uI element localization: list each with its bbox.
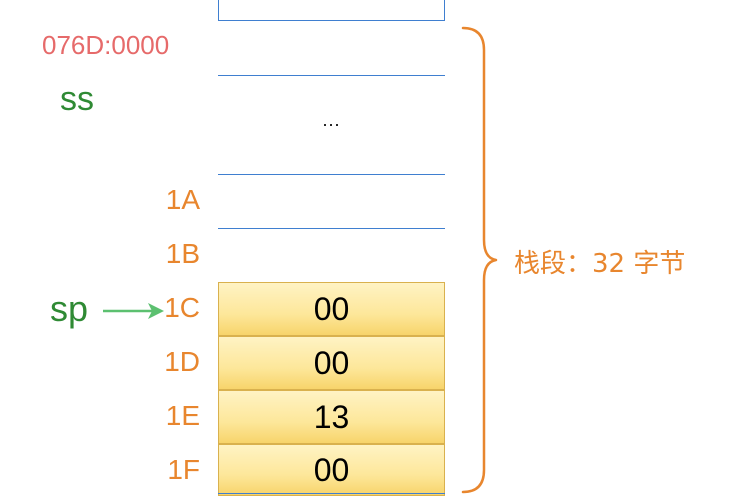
cell-value: 13 xyxy=(313,398,350,435)
offset-label-1C: 1C xyxy=(164,292,200,323)
offset-label-1D: 1D xyxy=(164,346,200,377)
stack-cell-1D: 00 xyxy=(218,336,445,390)
right-brace-icon xyxy=(461,26,498,494)
ellipsis-text: ... xyxy=(322,109,341,130)
offset-label-1F: 1F xyxy=(167,454,200,485)
ss-register-label: ss xyxy=(60,80,94,118)
sp-register-label: sp xyxy=(50,288,89,329)
grid-line xyxy=(218,174,445,175)
stack-cell-1F: 00 xyxy=(218,444,445,496)
grid-line xyxy=(218,20,445,21)
stack-cell-segment-start xyxy=(218,21,445,75)
stack-segment-size-label: 栈段：32 字节 xyxy=(514,249,686,279)
stack-cell-1C: 00 xyxy=(218,282,445,336)
grid-line xyxy=(218,228,445,229)
grid-line xyxy=(218,75,445,76)
offset-label-1A: 1A xyxy=(165,184,200,215)
grid-line-bottom xyxy=(218,493,445,494)
cell-value: 00 xyxy=(313,344,350,381)
cell-value: 00 xyxy=(313,451,350,488)
stack-cell-ellipsis: ... xyxy=(218,76,445,174)
offset-label-1E: 1E xyxy=(165,400,200,431)
segment-address-label: 076D:0000 xyxy=(42,30,170,60)
sp-arrow-icon xyxy=(103,303,164,319)
stack-cell-1E: 13 xyxy=(218,390,445,444)
cell-value: 00 xyxy=(313,290,350,327)
offset-label-1B: 1B xyxy=(165,238,200,269)
stack-cell-1A xyxy=(218,175,445,228)
stack-cell-1B xyxy=(218,229,445,282)
